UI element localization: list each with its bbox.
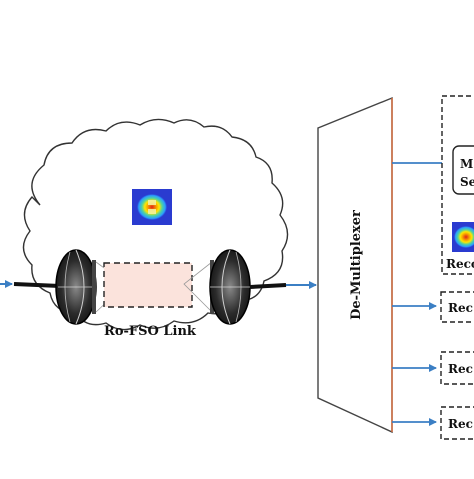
receiver-label-4: Rec	[448, 417, 473, 431]
receiver-box-4	[440, 406, 474, 440]
transmitter-telescope	[55, 249, 97, 325]
link-label: Ro-FSO Link	[104, 324, 197, 339]
beam-cone-right	[183, 261, 213, 313]
receiver-label-2: Rec	[448, 301, 473, 315]
fso-channel-box	[103, 262, 193, 308]
beam-profile-image	[132, 189, 172, 225]
receiver-label-3: Rec	[448, 362, 473, 376]
left-fiber	[13, 282, 61, 288]
receiver-telescope	[209, 249, 251, 325]
mode-sorter-line2: Se	[460, 175, 474, 189]
receiver-box-3	[440, 351, 474, 385]
mode-sorter-box	[452, 145, 474, 195]
received-beam-profile-image	[452, 222, 474, 252]
demultiplexer: De-Multiplexer	[317, 96, 393, 434]
receiver-top-label: Reco	[446, 257, 474, 271]
demux-label: De-Multiplexer	[349, 210, 364, 320]
mode-sorter-line1: M	[460, 157, 473, 171]
right-fiber	[249, 283, 287, 289]
receiver-box-2	[440, 291, 474, 323]
